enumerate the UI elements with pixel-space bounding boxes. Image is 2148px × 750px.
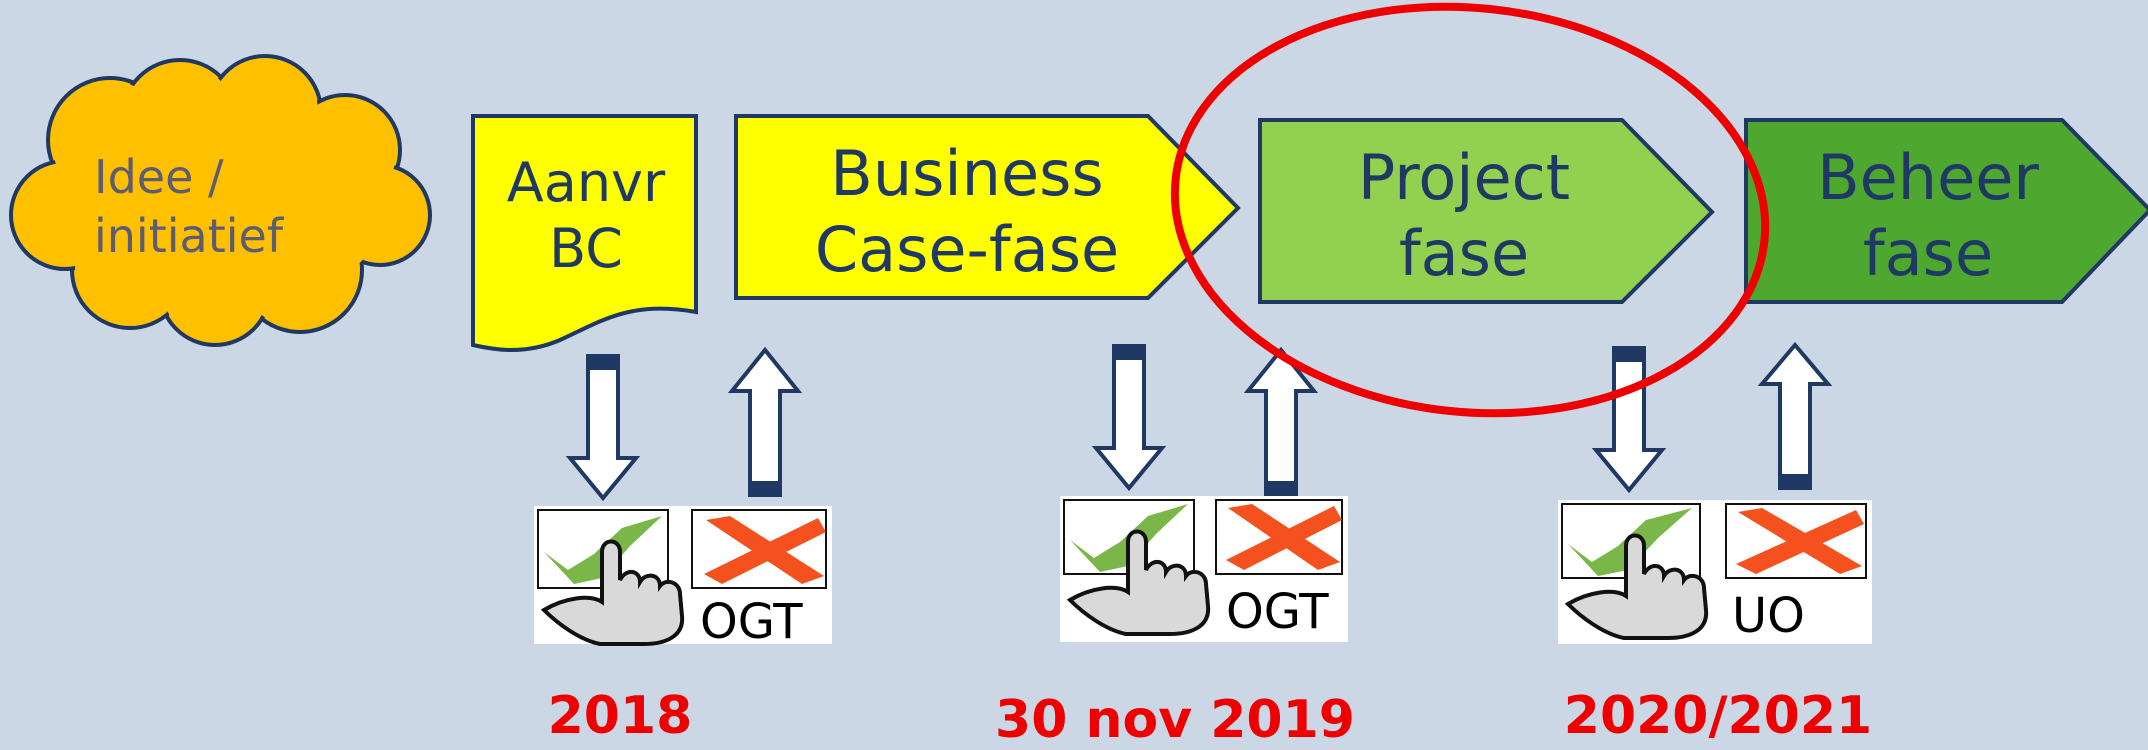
arrow-down-3 bbox=[1591, 346, 1667, 494]
aanvraag-label-line-2: BC bbox=[549, 216, 623, 280]
cross-icon bbox=[704, 516, 826, 584]
aanvraag-label-line-1: Aanvr bbox=[506, 151, 666, 214]
decision-date-2: 30 nov 2019 bbox=[995, 690, 1355, 750]
beheer-shape bbox=[1744, 118, 2148, 304]
arrow-up-3 bbox=[1757, 341, 1833, 490]
business-case-label-line-2: Case-fase bbox=[814, 212, 1120, 286]
arrow-down-1 bbox=[565, 354, 641, 502]
decision-date-3: 2020/2021 bbox=[1563, 686, 1873, 746]
beheer-label-line-1: Beheer bbox=[1817, 141, 2039, 214]
idee-cloud bbox=[9, 54, 432, 347]
project-label: Project fase bbox=[1262, 140, 1666, 291]
idee-label: Idee / initiatief bbox=[94, 148, 283, 266]
cross-icon bbox=[1736, 508, 1864, 574]
pointing-hand-icon bbox=[1066, 529, 1211, 636]
cross-icon bbox=[1226, 504, 1342, 570]
decision-date-1: 2018 bbox=[547, 686, 693, 746]
decision-label-2: OGT bbox=[1226, 584, 1329, 640]
project-label-line-1: Project bbox=[1357, 141, 1571, 214]
decision-label-3: UO bbox=[1732, 588, 1805, 644]
highlight-ellipse bbox=[1170, 2, 1770, 418]
aanvraag-document bbox=[471, 114, 698, 352]
business-case-shape bbox=[734, 114, 1241, 300]
decision-icon-2 bbox=[1060, 496, 1348, 642]
pointing-hand-icon bbox=[1564, 533, 1709, 640]
business-case-label: Business Case-fase bbox=[738, 136, 1196, 287]
beheer-label-line-2: fase bbox=[1862, 216, 1994, 290]
arrow-up-2 bbox=[1243, 346, 1319, 497]
arrow-down-2 bbox=[1091, 344, 1167, 492]
aanvraag-label: Aanvr BC bbox=[478, 150, 694, 282]
decision-icon-3 bbox=[1558, 500, 1872, 644]
decision-icon-1 bbox=[534, 506, 832, 646]
idee-label-line-2: initiatief bbox=[94, 208, 284, 263]
project-label-line-2: fase bbox=[1398, 216, 1530, 290]
pointing-hand-icon bbox=[540, 539, 685, 646]
business-case-label-line-1: Business bbox=[830, 137, 1104, 210]
project-shape bbox=[1258, 118, 1715, 304]
idee-label-line-1: Idee / bbox=[94, 150, 224, 204]
decision-label-1: OGT bbox=[700, 594, 803, 650]
beheer-label: Beheer fase bbox=[1748, 140, 2108, 291]
arrow-up-1 bbox=[727, 346, 803, 497]
